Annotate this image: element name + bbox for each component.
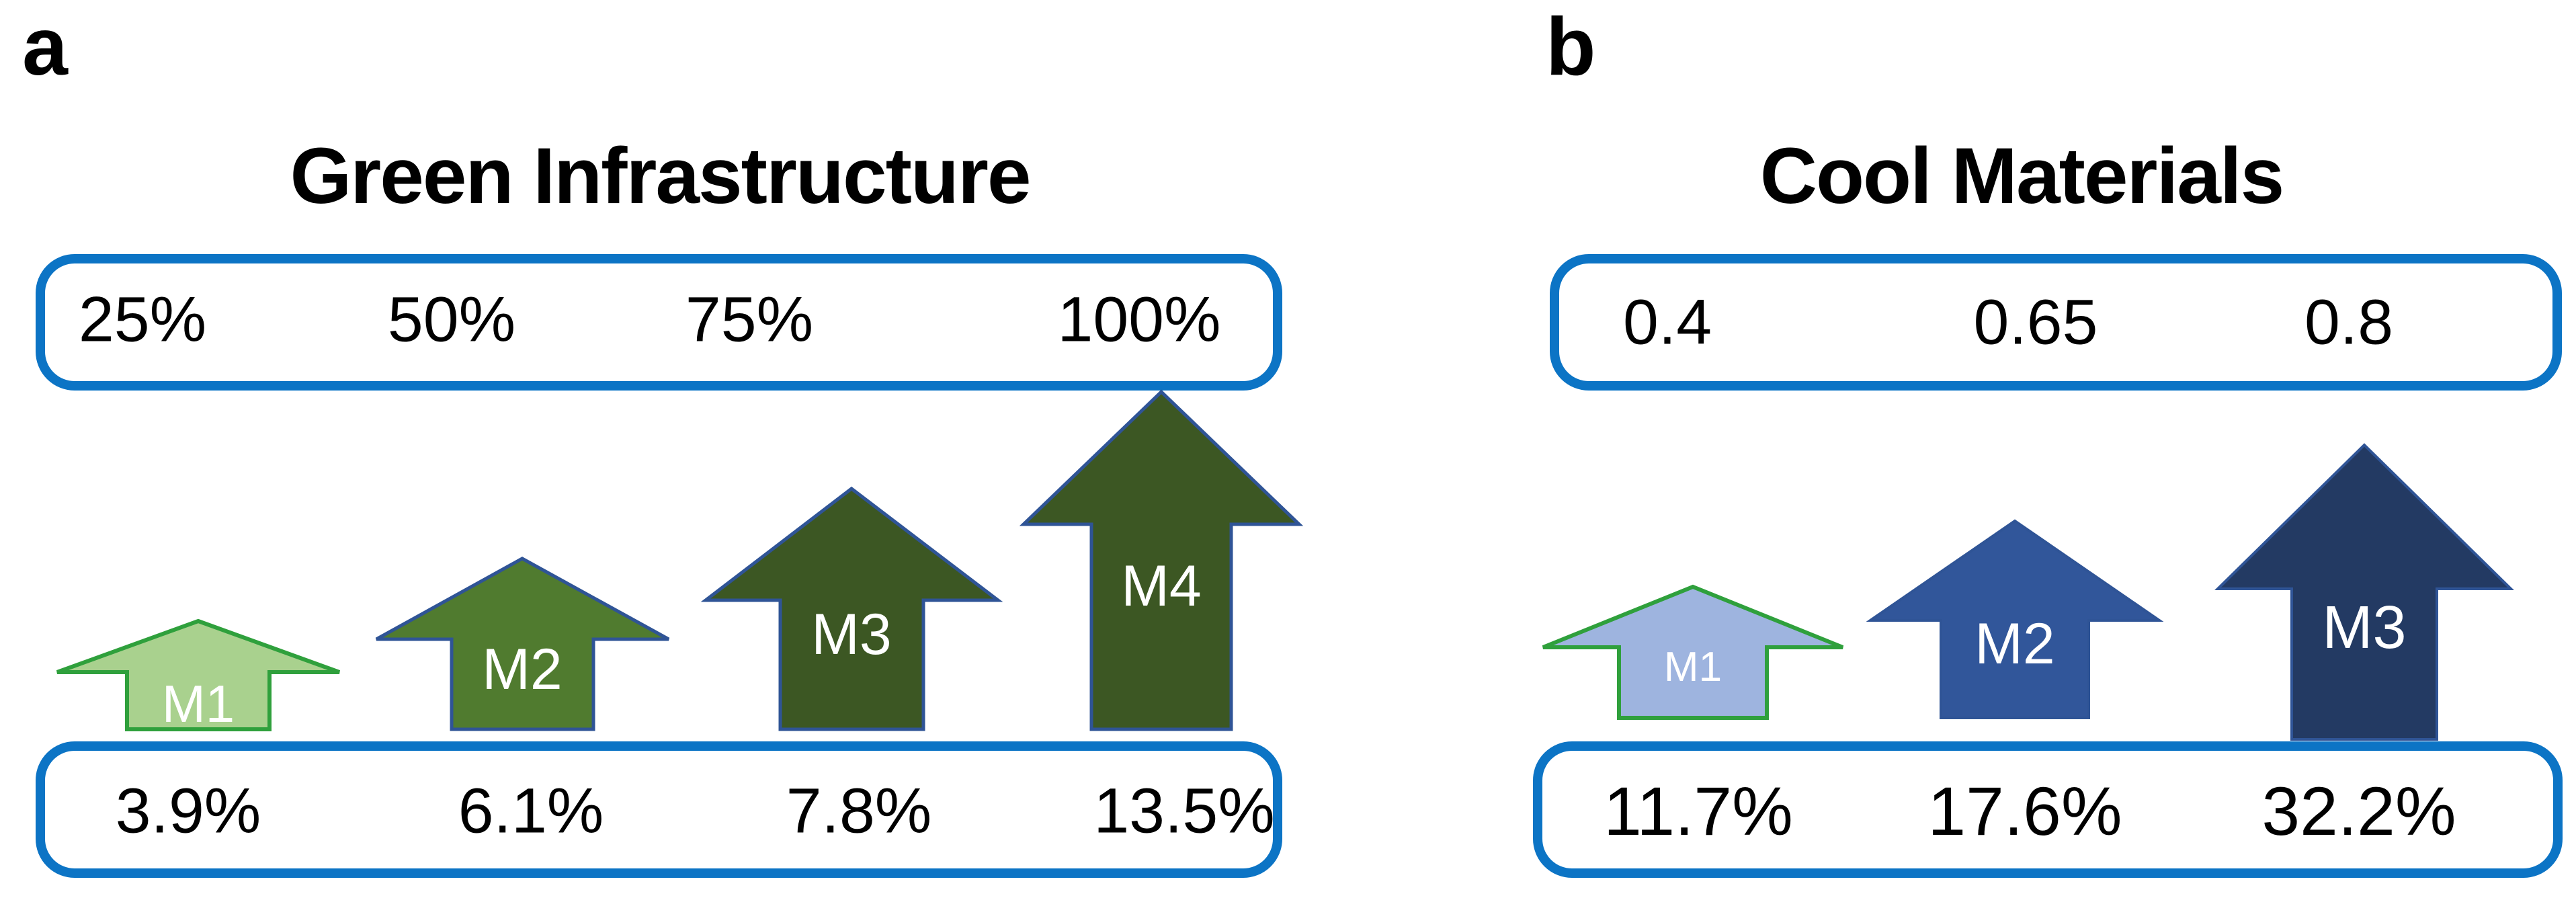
- arrow-label: M4: [1121, 554, 1201, 618]
- panel-a-result-value: 6.1%: [458, 775, 604, 847]
- arrow-label: M3: [811, 602, 891, 667]
- arrow-label: M2: [482, 637, 562, 702]
- arrow-m2-a: M2: [375, 557, 670, 731]
- arrow-m4-a: M4: [1019, 389, 1304, 731]
- panel-b-letter: b: [1546, 1, 1596, 92]
- arrow-m1-a: M1: [56, 618, 341, 733]
- arrow-shape: [2214, 443, 2514, 741]
- panel-a-title: Green Infrastructure: [290, 132, 1032, 220]
- panel-a-scale-box: [36, 254, 1282, 391]
- arrow-label: M3: [2322, 594, 2406, 661]
- arrow-m1-b: M1: [1542, 584, 1844, 720]
- arrow-shape: [700, 486, 1003, 731]
- panel-b-scale-value: 0.65: [1973, 286, 2098, 358]
- arrow-m3-b: M3: [2214, 443, 2514, 741]
- arrow-label: M1: [1664, 644, 1722, 690]
- arrow-label: M2: [1975, 612, 2054, 676]
- panel-a-result-value: 3.9%: [115, 775, 261, 847]
- panel-a-scale-value: 25%: [78, 284, 207, 356]
- arrow-m3-a: M3: [700, 486, 1003, 731]
- panel-a-scale-value: 75%: [685, 284, 814, 356]
- panel-b-result-box: [1533, 741, 2563, 878]
- panel-a-result-value: 7.8%: [786, 775, 932, 847]
- panel-b-scale-box: [1550, 254, 2562, 391]
- panel-b-scale-value: 0.8: [2304, 286, 2394, 358]
- panel-a-scale-value: 100%: [1057, 284, 1221, 356]
- panel-b-result-value: 32.2%: [2261, 773, 2456, 850]
- panel-b-result-value: 11.7%: [1604, 773, 1793, 850]
- panel-a-result-value: 13.5%: [1093, 775, 1275, 847]
- arrow-shape: [1019, 389, 1304, 731]
- panel-a-scale-value: 50%: [387, 284, 516, 356]
- arrow-shape: [1542, 584, 1844, 720]
- panel-b-title: Cool Materials: [1759, 132, 2285, 220]
- arrow-shape: [56, 618, 341, 731]
- arrow-shape: [375, 557, 670, 731]
- arrow-m2-b: M2: [1866, 519, 2164, 719]
- panel-a-letter: a: [22, 1, 68, 92]
- panel-a-result-box: [36, 741, 1282, 878]
- arrow-label: M1: [162, 674, 235, 733]
- panel-b-scale-value: 0.4: [1622, 286, 1712, 358]
- arrow-shape: [1866, 519, 2164, 719]
- panel-b-result-value: 17.6%: [1927, 773, 2122, 850]
